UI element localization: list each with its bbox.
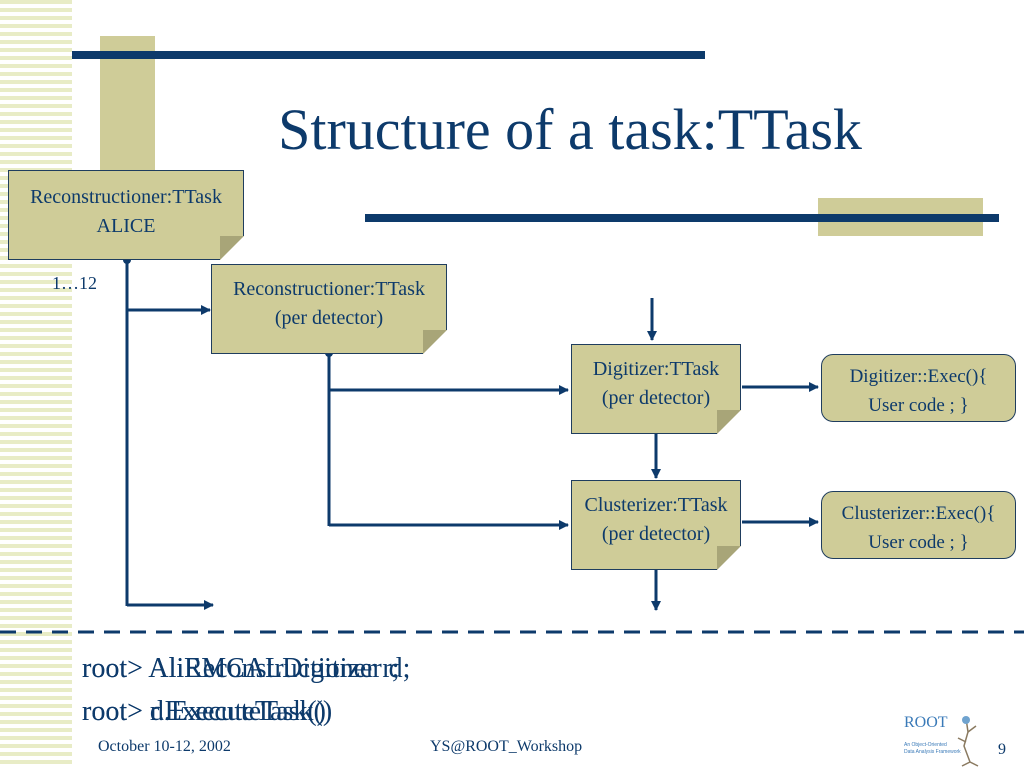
- node-line1: Clusterizer::Exec(){: [841, 503, 996, 524]
- node-line1: Reconstructioner:TTask: [233, 278, 425, 300]
- code-line-2b: root> d.ExecuteTask(): [82, 696, 333, 727]
- decorative-line-top: [72, 51, 705, 59]
- folded-corner-icon: [717, 410, 741, 434]
- tree-icon: [957, 716, 979, 767]
- logo-tagline-1: An Object-Oriented: [904, 742, 947, 748]
- node-line2: (per detector): [274, 307, 384, 329]
- slide-title: Structure of a task:TTask: [278, 97, 862, 162]
- folded-corner-icon: [423, 330, 447, 354]
- node-line1: Clusterizer:TTask: [584, 494, 728, 516]
- footer-page-number: 9: [998, 741, 1006, 758]
- folded-corner-icon: [220, 236, 244, 260]
- folded-corner-icon: [717, 546, 741, 570]
- logo-name: ROOT: [904, 714, 948, 731]
- code-line-1b: root> AliEMCALDigitizer d;: [82, 653, 411, 684]
- logo-tagline-2: Data Analysis Framework: [904, 749, 961, 755]
- node-line2: (per detector): [601, 387, 711, 409]
- multiplicity-label: 1…12: [52, 273, 97, 293]
- decorative-line-right: [365, 214, 999, 222]
- node-line2: User code ; }: [868, 395, 969, 416]
- node-line1: Reconstructioner:TTask: [30, 186, 222, 208]
- node-line2: User code ; }: [868, 532, 969, 553]
- root-logo: ROOT An Object-Oriented Data Analysis Fr…: [880, 712, 990, 768]
- node-line1: Digitizer:TTask: [592, 358, 720, 380]
- footer-event: YS@ROOT_Workshop: [430, 738, 583, 755]
- node-reconstructioner-alice: Reconstructioner:TTask ALICE: [8, 170, 244, 260]
- node-line1: Digitizer::Exec(){: [849, 366, 988, 387]
- node-clusterizer-exec: Clusterizer::Exec(){ User code ; }: [821, 491, 1016, 559]
- left-stripe-band: [0, 0, 72, 768]
- footer-date: October 10-12, 2002: [98, 738, 231, 755]
- node-clusterizer: Clusterizer:TTask (per detector): [571, 480, 741, 570]
- node-digitizer-exec: Digitizer::Exec(){ User code ; }: [821, 354, 1016, 422]
- code-line-1a: root> AliReconstructioner r;: [82, 653, 400, 684]
- node-digitizer: Digitizer:TTask (per detector): [571, 344, 741, 434]
- code-line-2a: root> r.ExecuteTask(): [82, 696, 326, 727]
- node-reconstructioner-per-detector: Reconstructioner:TTask (per detector): [211, 264, 447, 354]
- node-line2: (per detector): [601, 523, 711, 545]
- node-line2: ALICE: [96, 215, 156, 237]
